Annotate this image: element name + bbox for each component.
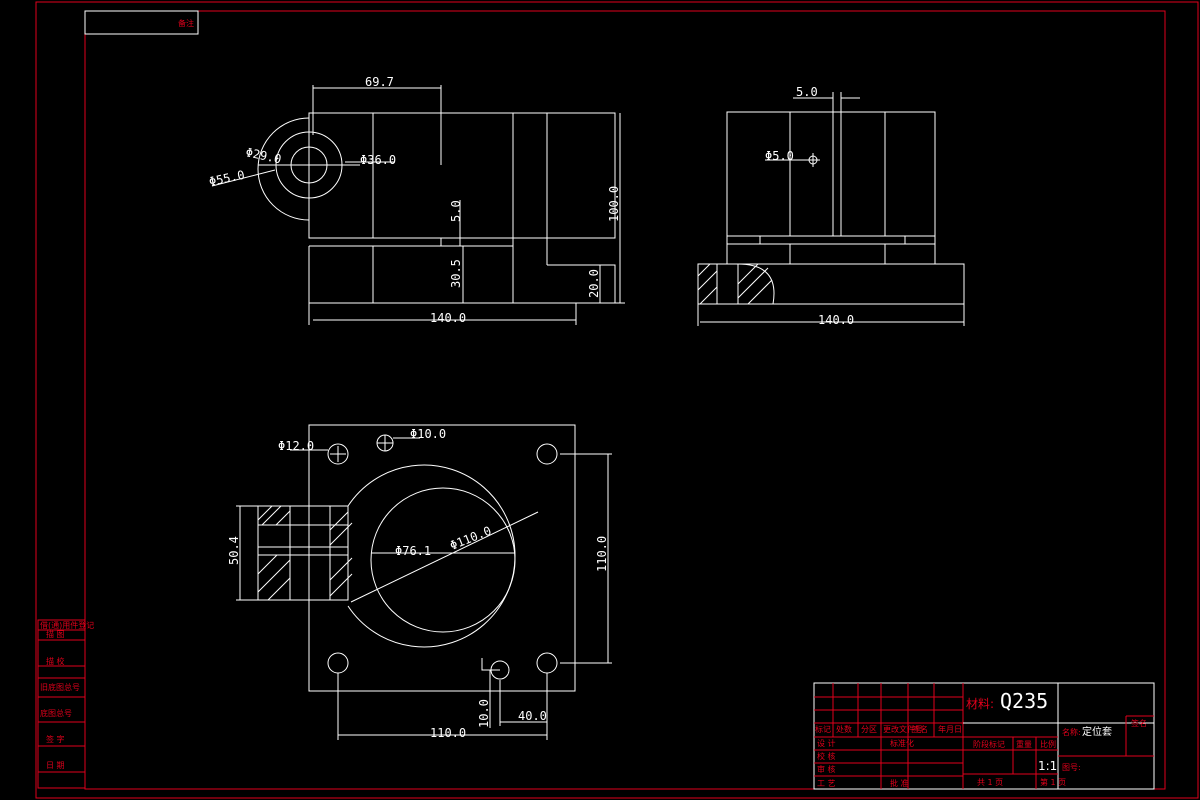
front-view: 69.7 Φ29.0 Φ36.0 Φ55.0 5.0 100.0 30.5 20… [208,75,625,325]
material-value: Q235 [1000,689,1048,713]
dim-phi110: Φ110.0 [448,524,493,553]
sign-row-2: 审 核 [817,764,836,774]
dim-phi5: Φ5.0 [765,149,794,163]
dim-phi10: Φ10.0 [410,427,446,441]
dim-phi36: Φ36.0 [360,153,396,167]
dim-69-7: 69.7 [365,75,394,89]
rev-hdr-2: 分区 [861,725,877,734]
sheet-total: 共 1 页 [977,778,1003,787]
dim-phi29: Φ29.0 [244,145,282,166]
sign-row-0: 设 计 [817,738,836,748]
stamp-row-2: 描 校 [46,656,65,666]
scale-value: 1:1 [1038,759,1057,773]
stamp-row-6: 日 期 [46,761,65,770]
top-right-label: 签名 [1131,718,1147,728]
stamp-row-4: 底图总号 [40,708,72,718]
rev-hdr-5: 年月日 [938,724,962,734]
title-block: 标记 处数 分区 更改文件号 签名 年月日 设 计 校 核 审 核 工 艺 标准… [813,682,1155,790]
inner-border [84,10,1166,790]
sheet-current: 第 1 页 [1040,777,1066,787]
material-label: 材料: [966,697,994,711]
stage-hdr-1: 重量 [1016,739,1032,749]
note-box [84,10,199,35]
sign-row-1: 校 核 [817,751,836,761]
dim-30-5: 30.5 [449,259,463,288]
note-label: 备注 [178,18,194,28]
sign-row-3: 工 艺 [817,779,836,788]
standardize-label: 标准化 [890,738,914,748]
dim-110-horiz: 110.0 [430,726,466,740]
stamp-row-5: 签 字 [46,734,65,744]
dim-phi12: Φ12.0 [278,439,314,453]
side-view: 5.0 Φ5.0 140.0 [697,85,965,327]
dim-100-0: 100.0 [607,186,621,222]
dim-phi76: Φ76.1 [395,544,431,558]
dim-5-0: 5.0 [449,200,463,222]
top-view: Φ12.0 Φ10.0 50.4 Φ76.1 Φ110.0 110.0 10.0… [227,424,612,740]
rev-hdr-4: 签名 [912,724,928,734]
stage-hdr-2: 比例 [1040,739,1056,749]
dim-5-0-side: 5.0 [796,85,818,99]
outer-border [35,1,1199,799]
dim-140-side: 140.0 [818,313,854,327]
part-name: 定位套 [1082,725,1112,738]
stamp-row-1: 描 图 [46,629,65,639]
dim-20-0: 20.0 [587,269,601,298]
stage-hdr-0: 阶段标记 [973,739,1005,749]
dim-phi55: Φ55.0 [208,168,246,189]
dim-10-0: 10.0 [477,699,491,728]
dim-50-4: 50.4 [227,536,241,565]
rev-hdr-0: 标记 [815,724,831,734]
left-stamp-column: 借(通)用件登记 描 图 描 校 旧底图总号 底图总号 签 字 日 期 [37,619,94,789]
name-label: 名称: [1062,727,1081,737]
dim-40-0: 40.0 [518,709,547,723]
stamp-row-3: 旧底图总号 [40,682,80,692]
rev-hdr-1: 处数 [836,724,852,734]
dim-140-front: 140.0 [430,311,466,325]
drawing-no-label: 图号: [1062,763,1081,772]
rev-hdr-3: 更改文件号 [883,724,923,734]
stamp-row-0: 借(通)用件登记 [40,620,94,630]
dim-110-vert: 110.0 [595,536,609,572]
approve-label: 批 准 [890,778,909,788]
